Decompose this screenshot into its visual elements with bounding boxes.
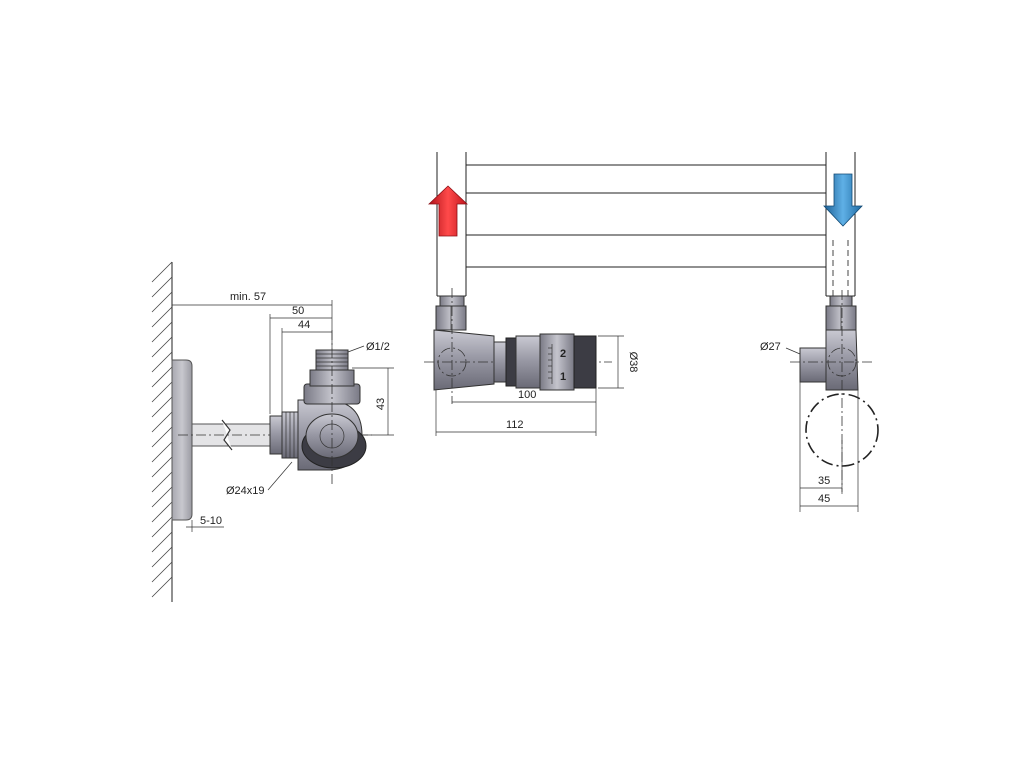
dim-100: 100 xyxy=(518,389,536,401)
dim-45: 45 xyxy=(818,493,830,505)
thermostatic-head xyxy=(539,333,575,391)
left-view: min. 57 50 44 Ø1/2 43 Ø24x19 5-10 xyxy=(151,261,394,602)
arrow-up-icon xyxy=(427,185,469,237)
label-thread: Ø1/2 xyxy=(366,341,390,353)
rotation-circle xyxy=(805,393,879,467)
dim-44: 44 xyxy=(298,319,310,331)
dial-scale xyxy=(548,344,553,384)
dim-5-10: 5-10 xyxy=(200,515,222,527)
compression-nut xyxy=(269,415,283,455)
dim-min-57: min. 57 xyxy=(230,291,266,303)
dim-112: 112 xyxy=(506,419,524,431)
dim-38: Ø38 xyxy=(627,352,639,373)
wall-rosette xyxy=(171,359,193,521)
label-pipe-diameter: Ø24x19 xyxy=(226,485,265,497)
dim-50: 50 xyxy=(292,305,304,317)
dial-number-1: 1 xyxy=(560,371,566,383)
center-view: 2 1 Ø38 100 112 xyxy=(424,152,856,436)
wall-hatching xyxy=(151,261,173,602)
arrow-down-icon xyxy=(823,173,863,227)
valve-body-center xyxy=(433,329,495,391)
dim-27: Ø27 xyxy=(760,341,781,353)
radiator-outline xyxy=(436,152,856,297)
dim-35: 35 xyxy=(818,475,830,487)
dim-43: 43 xyxy=(375,398,387,410)
right-view: Ø27 35 45 xyxy=(760,173,879,512)
dial-number-2: 2 xyxy=(560,348,566,360)
